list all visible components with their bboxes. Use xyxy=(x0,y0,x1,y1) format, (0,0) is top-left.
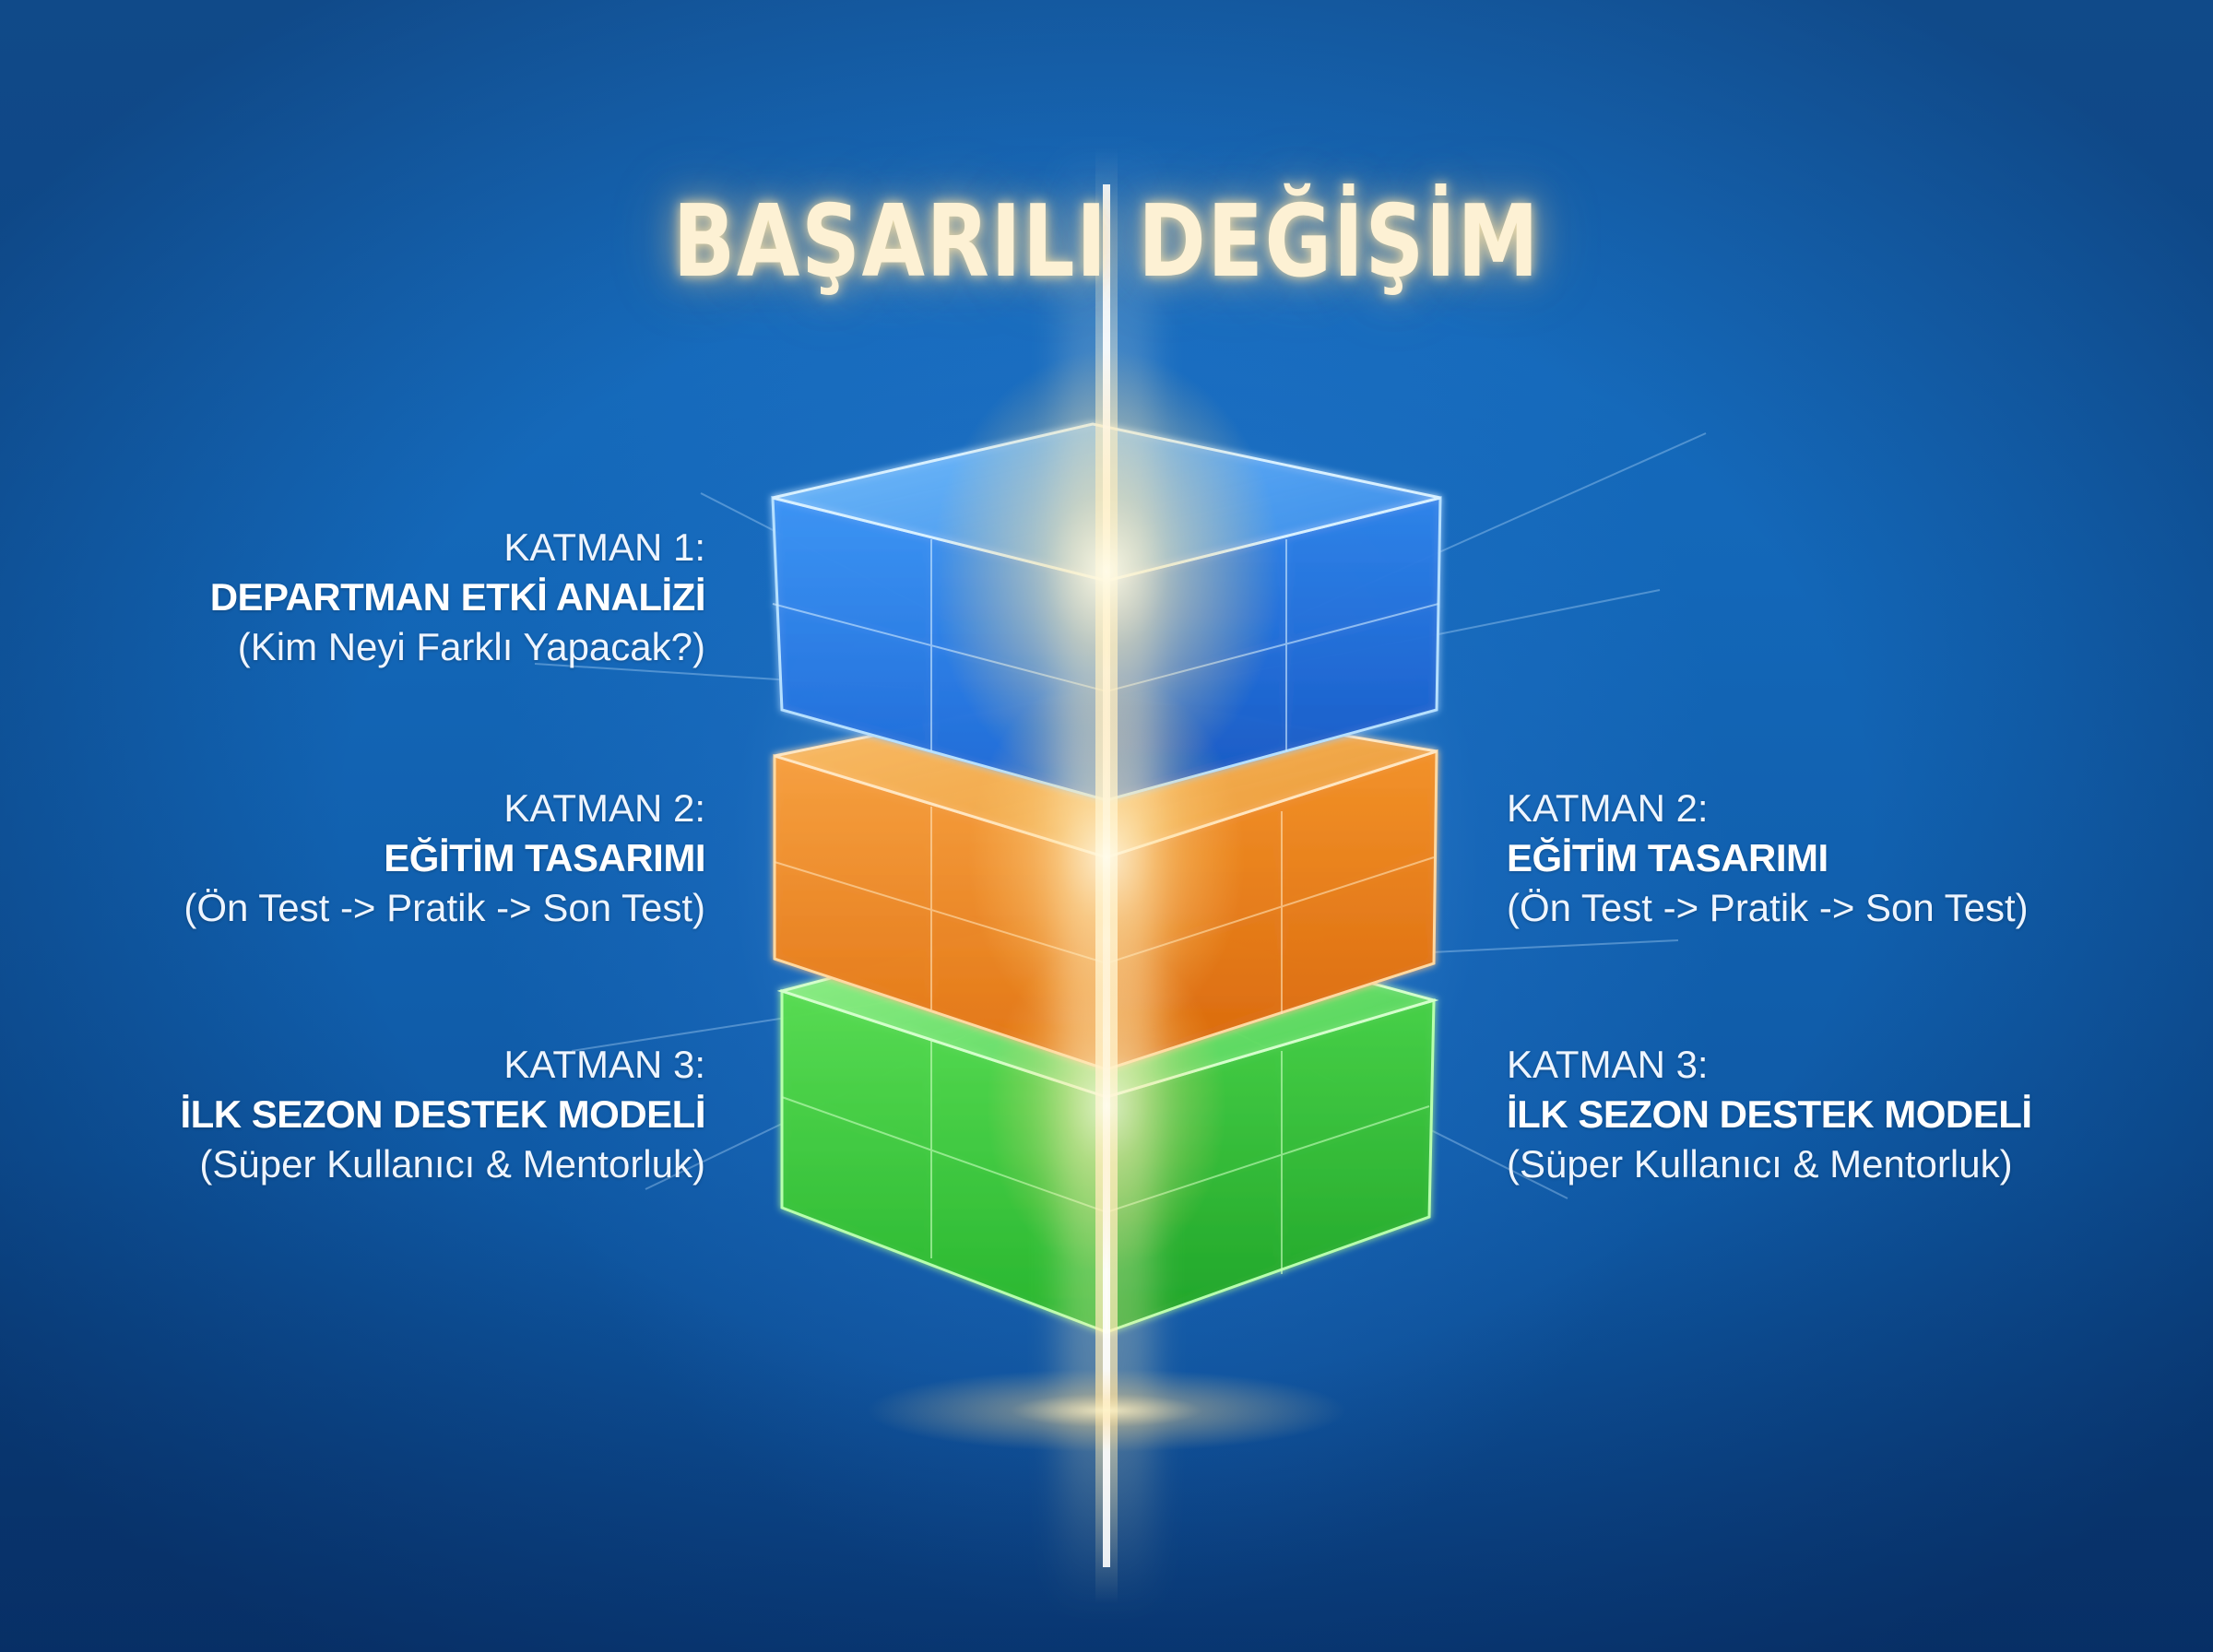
right-layer-2-label: KATMAN 2: EĞİTİM TASARIMI (Ön Test -> Pr… xyxy=(1507,784,2078,933)
layer-2-number: KATMAN 2: xyxy=(503,786,705,830)
right-layer-2-name: EĞİTİM TASARIMI xyxy=(1507,836,1828,879)
layer-2-label: KATMAN 2: EĞİTİM TASARIMI (Ön Test -> Pr… xyxy=(134,784,705,933)
right-layer-2-description: (Ön Test -> Pratik -> Son Test) xyxy=(1507,886,2029,929)
right-layer-3-number: KATMAN 3: xyxy=(1507,1043,1709,1086)
page-title: BAŞARILI DEĞİŞİM xyxy=(672,184,1541,300)
light-beam xyxy=(867,138,1346,1613)
right-layer-2-number: KATMAN 2: xyxy=(1507,786,1709,830)
layer-2-description: (Ön Test -> Pratik -> Son Test) xyxy=(183,886,705,929)
layer-3-label: KATMAN 3: İLK SEZON DESTEK MODELİ (Süper… xyxy=(134,1040,705,1189)
right-layer-3-description: (Süper Kullanıcı & Mentorluk) xyxy=(1507,1142,2013,1186)
layer-2-name: EĞİTİM TASARIMI xyxy=(384,836,705,879)
layer-3-description: (Süper Kullanıcı & Mentorluk) xyxy=(199,1142,705,1186)
layer-1-name: DEPARTMAN ETKİ ANALİZİ xyxy=(209,575,706,619)
right-layer-3-name: İLK SEZON DESTEK MODELİ xyxy=(1507,1092,2032,1136)
layer-3-number: KATMAN 3: xyxy=(503,1043,705,1086)
layer-1-description: (Kim Neyi Farklı Yapacak?) xyxy=(237,625,705,668)
layer-1-number: KATMAN 1: xyxy=(503,525,705,569)
layer-3-name: İLK SEZON DESTEK MODELİ xyxy=(180,1092,705,1136)
right-layer-3-label: KATMAN 3: İLK SEZON DESTEK MODELİ (Süper… xyxy=(1507,1040,2078,1189)
layer-1-label: KATMAN 1: DEPARTMAN ETKİ ANALİZİ (Kim Ne… xyxy=(134,523,706,672)
